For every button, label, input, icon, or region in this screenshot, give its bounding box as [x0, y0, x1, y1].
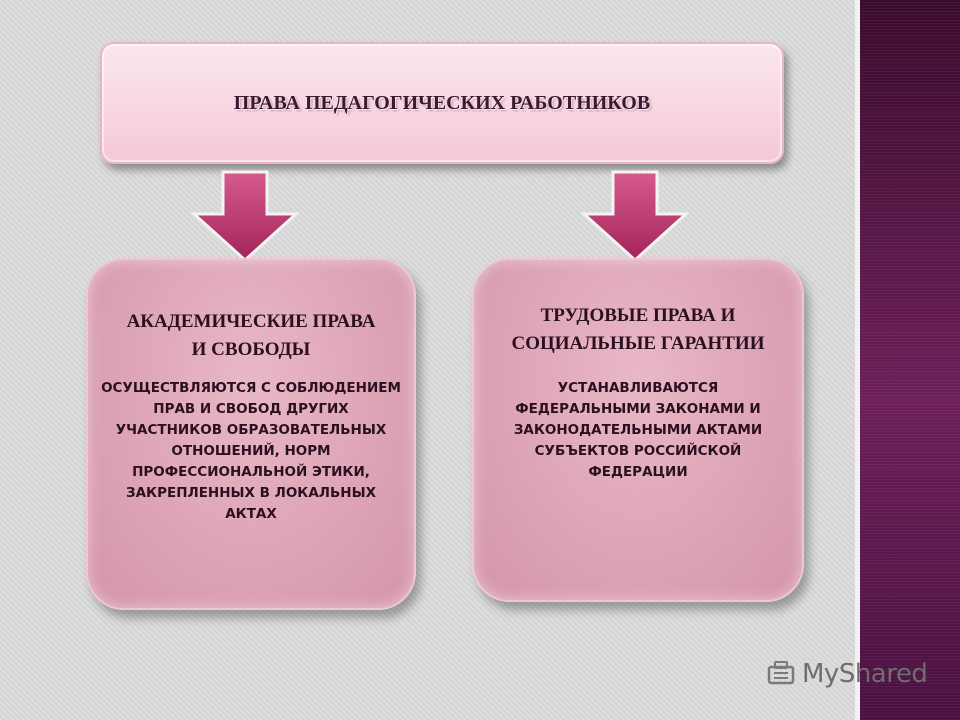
decorative-side-bar — [855, 0, 960, 720]
card-body-text: УСТАНАВЛИВАЮТСЯ ФЕДЕРАЛЬНЫМИ ЗАКОНАМИ И … — [513, 380, 763, 480]
diagram-title: ПРАВА ПЕДАГОГИЧЕСКИХ РАБОТНИКОВ — [233, 91, 651, 114]
card-body-text: ОСУЩЕСТВЛЯЮТСЯ С СОБЛЮДЕНИЕМ ПРАВ И СВОБ… — [101, 380, 401, 522]
myshared-logo-icon — [767, 661, 795, 685]
card-heading: АКАДЕМИЧЕСКИЕ ПРАВА И СВОБОДЫ — [126, 311, 376, 360]
down-arrow-icon — [580, 170, 690, 262]
title-box: ПРАВА ПЕДАГОГИЧЕСКИХ РАБОТНИКОВ — [100, 42, 784, 164]
side-bar-edge — [855, 0, 860, 720]
card-heading: ТРУДОВЫЕ ПРАВА И СОЦИАЛЬНЫЕ ГАРАНТИИ — [511, 305, 765, 354]
watermark-text: MyShared — [802, 659, 928, 689]
card-academic-rights: АКАДЕМИЧЕСКИЕ ПРАВА И СВОБОДЫ ОСУЩЕСТВЛЯ… — [86, 258, 416, 610]
card-labor-rights: ТРУДОВЫЕ ПРАВА И СОЦИАЛЬНЫЕ ГАРАНТИИ УСТ… — [472, 258, 804, 602]
watermark: MyShared — [766, 656, 936, 692]
down-arrow-icon — [190, 170, 300, 262]
